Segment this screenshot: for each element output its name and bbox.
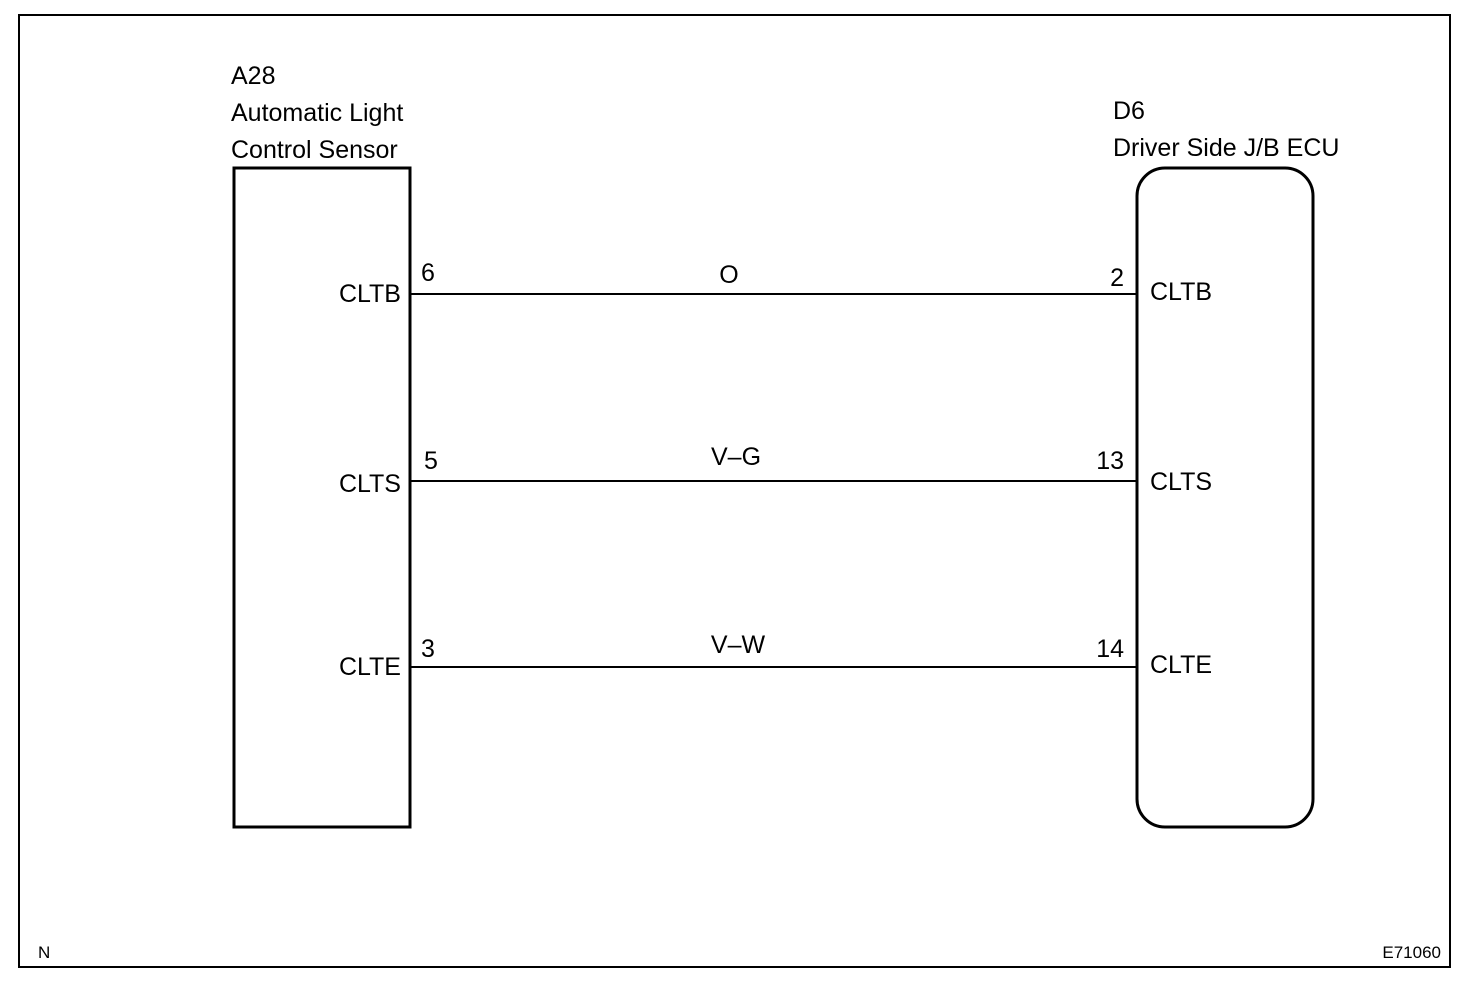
left-terminal-label: CLTS — [339, 470, 401, 498]
wire-clte: CLTE 3 V–W 14 CLTE — [339, 631, 1212, 681]
right-component-code: D6 — [1113, 97, 1145, 125]
wire-cltb: CLTB 6 O 2 CLTB — [339, 259, 1212, 308]
diagram-frame — [18, 14, 1451, 968]
left-component-name-line1: Automatic Light — [231, 99, 403, 127]
right-pin-number: 13 — [1096, 447, 1124, 475]
right-pin-number: 14 — [1096, 635, 1124, 663]
left-component-code: A28 — [231, 62, 275, 90]
right-terminal-label: CLTB — [1150, 278, 1212, 306]
left-component: A28 Automatic Light Control Sensor — [231, 62, 412, 829]
right-terminal-label: CLTE — [1150, 651, 1212, 679]
figure-id: E71060 — [1382, 943, 1441, 962]
right-component-name: Driver Side J/B ECU — [1113, 134, 1339, 162]
left-terminal-label: CLTE — [339, 653, 401, 681]
left-terminal-label: CLTB — [339, 280, 401, 308]
left-component-name-line2: Control Sensor — [231, 136, 398, 164]
left-pin-number: 5 — [424, 447, 438, 475]
wire-clts: CLTS 5 V–G 13 CLTS — [339, 443, 1212, 498]
left-pin-number: 6 — [421, 259, 435, 287]
wire-color-label: V–G — [711, 443, 761, 471]
wire-color-label: V–W — [711, 631, 766, 659]
left-pin-number: 3 — [421, 635, 435, 663]
right-terminal-label: CLTS — [1150, 468, 1212, 496]
corner-mark: N — [38, 943, 50, 962]
right-component: D6 Driver Side J/B ECU — [1113, 97, 1339, 829]
left-component-box — [232, 166, 412, 829]
wire-color-label: O — [719, 261, 738, 289]
right-pin-number: 2 — [1110, 264, 1124, 292]
right-component-box — [1135, 166, 1315, 829]
